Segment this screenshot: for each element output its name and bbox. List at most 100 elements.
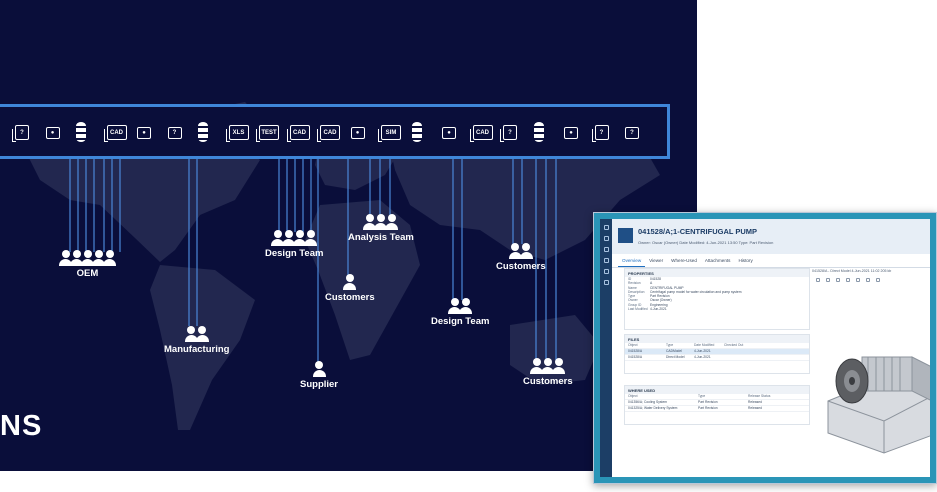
message-icon: ● bbox=[442, 127, 456, 139]
zoom-icon[interactable] bbox=[816, 278, 820, 282]
people-icon bbox=[271, 230, 318, 246]
panel-header[interactable]: FILES bbox=[625, 335, 809, 343]
tab-history[interactable]: History bbox=[738, 258, 753, 263]
fit-icon[interactable] bbox=[846, 278, 850, 282]
tab-overview[interactable]: Overview bbox=[618, 254, 646, 267]
team-supplier: Supplier bbox=[300, 361, 338, 390]
object-meta: Owner: Oscar (Owner) Date Modified: 4-Ju… bbox=[638, 240, 774, 245]
settings-icon[interactable] bbox=[603, 280, 609, 285]
fullscreen-icon[interactable] bbox=[876, 278, 880, 282]
team-design-1: Design Team bbox=[265, 230, 323, 259]
team-customers-2: Customers bbox=[496, 243, 546, 272]
file-icon: CAD bbox=[317, 125, 340, 142]
team-label: OEM bbox=[76, 268, 99, 279]
people-icon bbox=[184, 326, 209, 342]
object-header: 041528/A;1-CENTRIFUGAL PUMP Owner: Oscar… bbox=[612, 219, 936, 254]
people-icon bbox=[530, 358, 566, 374]
team-label: Design Team bbox=[431, 316, 490, 327]
file-icon: SIM bbox=[378, 125, 401, 142]
panel-header[interactable]: PROPERTIES bbox=[625, 269, 809, 277]
connector-lines bbox=[69, 159, 557, 362]
file-icon: CAD bbox=[103, 125, 127, 142]
file-icon: CAD bbox=[286, 125, 310, 142]
rotate-icon[interactable] bbox=[826, 278, 830, 282]
search-icon[interactable] bbox=[603, 236, 609, 241]
file-icon: TEST bbox=[256, 125, 279, 142]
team-label: Customers bbox=[325, 292, 375, 303]
database-icon bbox=[76, 122, 86, 142]
south-america bbox=[150, 265, 255, 430]
people-icon bbox=[508, 243, 533, 259]
team-label: Design Team bbox=[265, 248, 324, 259]
message-icon: ● bbox=[350, 127, 365, 139]
section-icon[interactable] bbox=[856, 278, 860, 282]
message-icon: ? bbox=[625, 127, 639, 139]
team-oem: OEM bbox=[59, 250, 116, 279]
africa bbox=[305, 200, 420, 360]
database-icon bbox=[411, 122, 422, 142]
people-icon bbox=[363, 214, 399, 230]
pump-3d-model[interactable] bbox=[822, 321, 937, 461]
team-label: Manufacturing bbox=[164, 344, 230, 355]
measure-icon[interactable] bbox=[866, 278, 870, 282]
tab-where-used[interactable]: Where-Used bbox=[671, 258, 697, 263]
left-nav-rail bbox=[600, 219, 612, 477]
file-icon: ? bbox=[12, 125, 29, 142]
file-icon: ? bbox=[591, 125, 609, 142]
slide-heading-fragment: NS bbox=[0, 410, 43, 442]
file-icon: ? bbox=[500, 125, 517, 142]
folder-icon[interactable] bbox=[603, 247, 609, 252]
message-icon: ? bbox=[167, 127, 182, 139]
person-icon bbox=[343, 274, 357, 290]
part-thumbnail-icon bbox=[618, 228, 633, 243]
team-label: Analysis Team bbox=[348, 232, 414, 243]
team-label: Supplier bbox=[300, 379, 339, 390]
viewer-toolbar bbox=[816, 278, 880, 282]
pan-icon[interactable] bbox=[836, 278, 840, 282]
plm-app-window: 041528/A;1-CENTRIFUGAL PUMP Owner: Oscar… bbox=[593, 212, 937, 484]
database-icon bbox=[533, 122, 544, 142]
file-icon: XLS bbox=[225, 125, 249, 142]
people-icon bbox=[59, 250, 116, 266]
object-tabs: Overview Viewer Where-Used Attachments H… bbox=[612, 254, 936, 268]
team-manufacturing: Manufacturing bbox=[164, 326, 229, 355]
object-title: 041528/A;1-CENTRIFUGAL PUMP bbox=[638, 227, 758, 236]
team-customers-1: Customers bbox=[325, 274, 375, 303]
file-icon: CAD bbox=[469, 125, 493, 142]
message-icon: ● bbox=[45, 127, 60, 139]
viewer-title: 041528/A - Direct Model 4-Jun-2021 11:02… bbox=[812, 269, 892, 273]
people-icon bbox=[448, 298, 473, 314]
team-analysis: Analysis Team bbox=[348, 214, 414, 243]
team-customers-3: Customers bbox=[523, 358, 573, 387]
tab-attachments[interactable]: Attachments bbox=[704, 258, 731, 263]
history-icon[interactable] bbox=[603, 269, 609, 274]
home-icon[interactable] bbox=[603, 225, 609, 230]
panel-header[interactable]: WHERE USED bbox=[625, 386, 809, 394]
database-icon bbox=[198, 122, 208, 142]
message-icon: ● bbox=[564, 127, 578, 139]
team-design-2: Design Team bbox=[431, 298, 489, 327]
tab-viewer[interactable]: Viewer bbox=[649, 258, 664, 263]
inbox-icon[interactable] bbox=[603, 258, 609, 263]
team-label: Customers bbox=[523, 376, 573, 387]
